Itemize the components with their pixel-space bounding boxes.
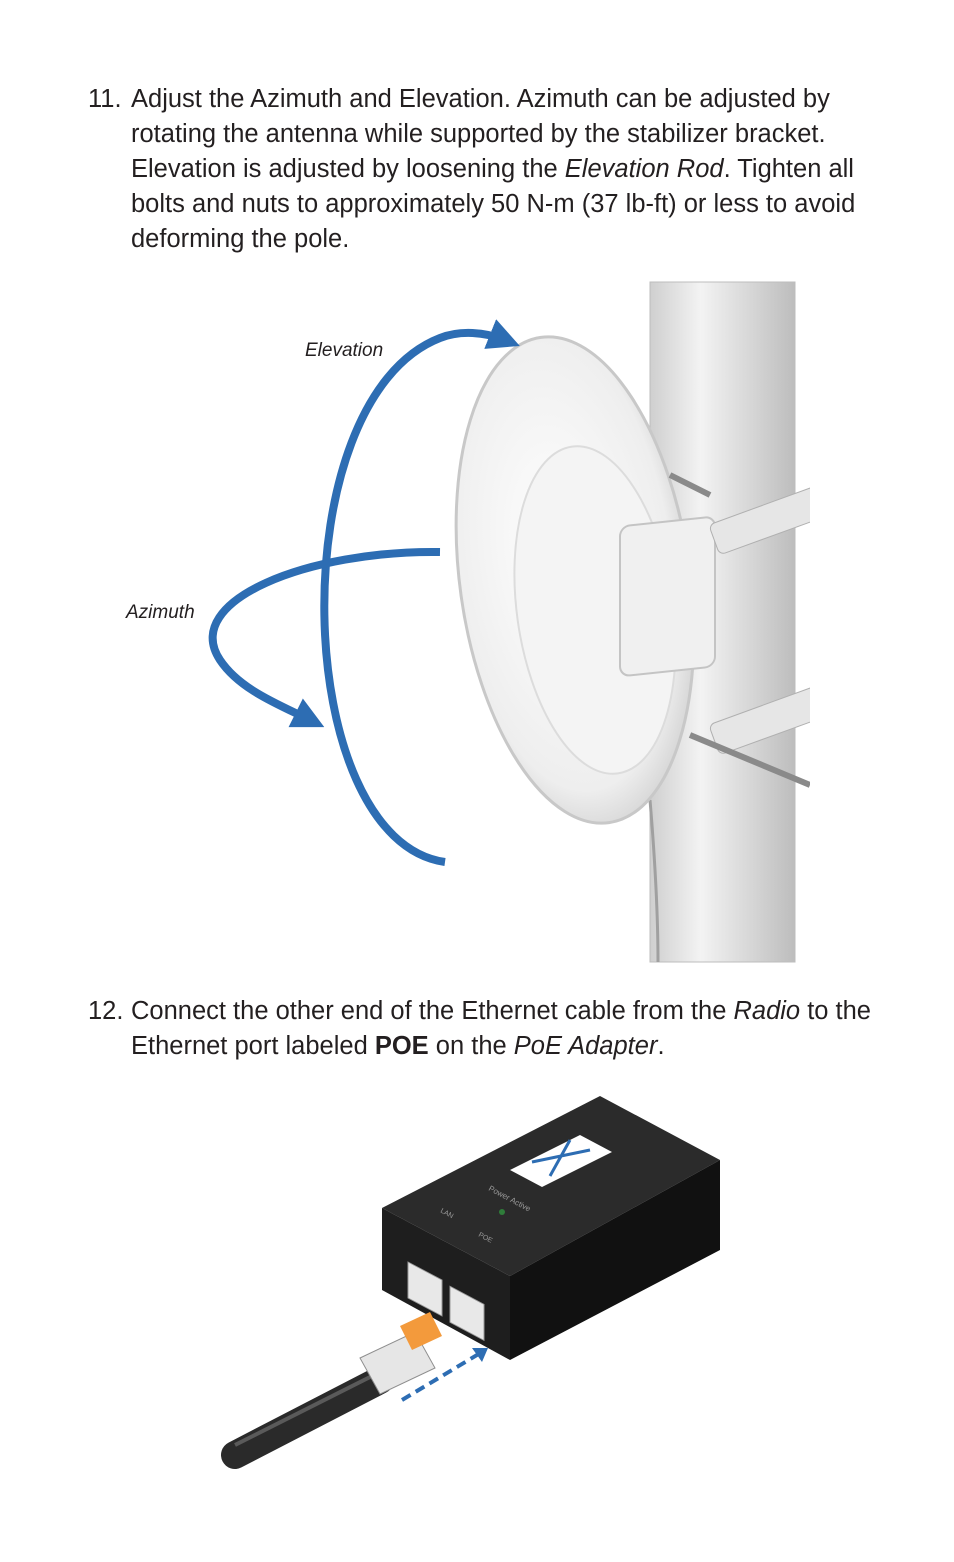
step-text-emphasis: Elevation Rod — [564, 155, 724, 183]
elevation-label: Elevation — [305, 340, 383, 361]
step-number: 12. — [88, 997, 124, 1025]
elevation-arrow — [320, 319, 520, 866]
poe-adapter-illustration: Power Active LAN POE — [220, 1090, 740, 1480]
azimuth-arrow — [208, 547, 441, 728]
radio-housing — [619, 516, 716, 677]
poe-adapter-top — [382, 1096, 720, 1276]
step-text-part: Adjust the Azimuth and Elevation. Azimut… — [131, 85, 830, 183]
step-text-strong: POE — [374, 1032, 429, 1060]
lan-port — [407, 1261, 443, 1317]
step-number: 11. — [88, 85, 122, 113]
step-text-part: to the Ethernet port labeled — [131, 997, 871, 1060]
ubiquiti-logo-icon — [510, 1135, 612, 1187]
step-text-part: . Tighten all bolts and nuts to approxim… — [131, 155, 856, 253]
ethernet-cable — [221, 1366, 394, 1469]
step-text-part: on the — [428, 1032, 514, 1060]
step-text: Adjust the Azimuth and Elevation. Azimut… — [131, 82, 888, 257]
step-11: 11. Adjust the Azimuth and Elevation. Az… — [88, 82, 888, 257]
insertion-arrow-head — [472, 1348, 488, 1362]
poe-adapter-side — [510, 1160, 720, 1360]
step-text-part: Connect the other end of the Ethernet ca… — [131, 997, 734, 1025]
azimuth-label: Azimuth — [125, 602, 195, 623]
step-text-emphasis: PoE Adapter — [513, 1032, 658, 1060]
mounting-bracket — [709, 678, 810, 754]
step-text-emphasis: Radio — [733, 997, 801, 1025]
dish-antenna-illustration: Elevation Azimuth — [110, 280, 810, 970]
step-text: Connect the other end of the Ethernet ca… — [131, 994, 888, 1064]
poe-port — [449, 1285, 485, 1342]
step-12: 12. Connect the other end of the Etherne… — [88, 994, 888, 1064]
mounting-bracket — [709, 478, 810, 554]
step-text-part: . — [657, 1032, 665, 1060]
ethernet-cable — [648, 799, 660, 963]
led-indicator — [499, 1209, 505, 1215]
